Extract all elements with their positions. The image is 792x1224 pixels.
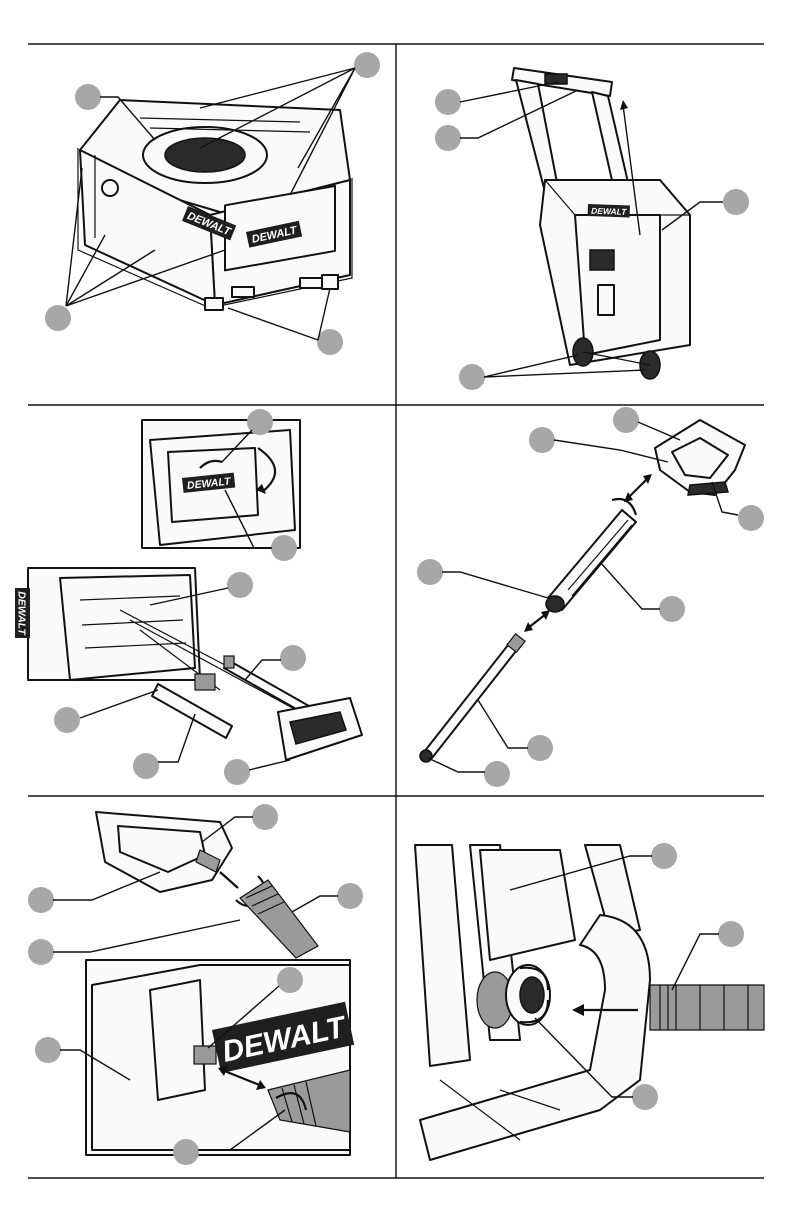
callout-marker bbox=[54, 707, 80, 733]
callout-marker bbox=[75, 84, 101, 110]
callout-marker bbox=[651, 843, 677, 869]
panel-handle-assembly bbox=[417, 407, 764, 787]
jobsite-radio-icon: DEWALT DEWALT bbox=[78, 100, 352, 310]
callout-marker bbox=[738, 505, 764, 531]
callout-marker bbox=[459, 364, 485, 390]
panel-frame-hose-detail bbox=[415, 843, 764, 1160]
callout-marker bbox=[529, 427, 555, 453]
callout-marker bbox=[28, 887, 54, 913]
frame-hose-detail-icon bbox=[415, 845, 764, 1160]
callout-marker bbox=[659, 596, 685, 622]
panel-hose-connection: DEWALT bbox=[28, 804, 363, 1165]
callout-marker bbox=[718, 921, 744, 947]
trolley-cart-icon: DEWALT bbox=[512, 68, 690, 379]
callout-marker bbox=[435, 89, 461, 115]
brand-logo-side: DEWALT bbox=[15, 588, 30, 638]
callout-marker bbox=[435, 125, 461, 151]
callout-marker bbox=[45, 305, 71, 331]
callout-marker bbox=[173, 1139, 199, 1165]
hose-connection-icon: DEWALT bbox=[86, 812, 354, 1155]
callout-marker bbox=[133, 753, 159, 779]
callout-marker bbox=[252, 804, 278, 830]
callout-marker bbox=[613, 407, 639, 433]
callout-marker bbox=[484, 761, 510, 787]
panel-radio-trolley: DEWALT bbox=[435, 68, 749, 390]
svg-text:DEWALT: DEWALT bbox=[16, 591, 28, 636]
callout-marker bbox=[277, 967, 303, 993]
brand-logo-trolley: DEWALT bbox=[588, 204, 630, 217]
callout-marker bbox=[224, 759, 250, 785]
callout-marker bbox=[280, 645, 306, 671]
handle-assembly-icon bbox=[420, 420, 745, 762]
callout-marker bbox=[632, 1084, 658, 1110]
callout-marker bbox=[317, 329, 343, 355]
callout-marker bbox=[28, 939, 54, 965]
callout-marker bbox=[271, 535, 297, 561]
callout-marker bbox=[527, 735, 553, 761]
callout-marker bbox=[227, 572, 253, 598]
callout-marker bbox=[337, 883, 363, 909]
svg-text:DEWALT: DEWALT bbox=[591, 206, 627, 217]
callout-marker bbox=[35, 1037, 61, 1063]
callout-marker bbox=[417, 559, 443, 585]
panel-radio-overview: DEWALT DEWALT bbox=[45, 52, 380, 355]
callout-marker bbox=[354, 52, 380, 78]
panel-storage-compartment: DEWALT DEWALT bbox=[15, 409, 362, 785]
callout-marker bbox=[723, 189, 749, 215]
